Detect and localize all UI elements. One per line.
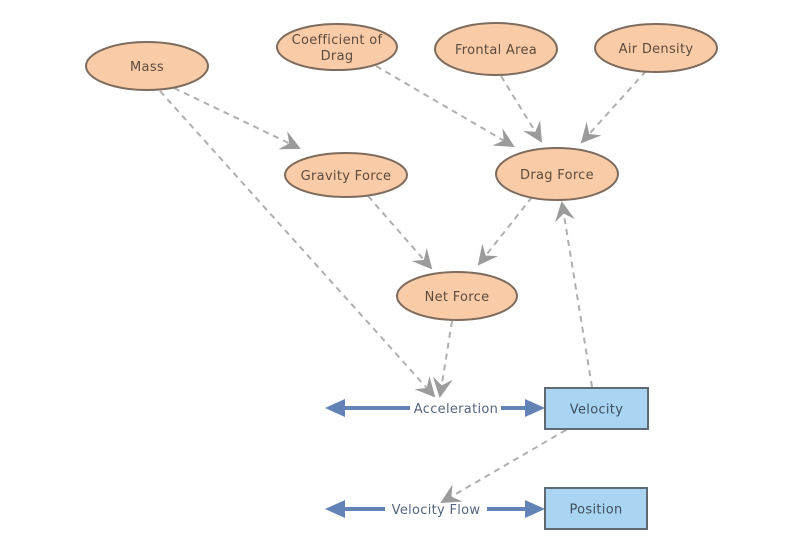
variable-ellipse [284,152,408,198]
flow-arrowhead-left [325,399,345,417]
variable-ellipse [495,147,619,201]
variable-ellipse [594,23,718,73]
variable-air-density[interactable]: Air Density [594,23,718,73]
stock-rect [544,487,648,530]
flow-arrowhead-left [325,500,345,518]
stock-rect [544,387,649,430]
flow-arrowhead-right [525,500,545,518]
link-coefficient-of-drag-to-drag-force[interactable] [375,65,515,148]
variable-label: Drag Force [520,168,594,183]
influence-links [159,65,647,504]
link-mass-to-acceleration[interactable] [159,90,436,398]
variable-label: Mass [130,60,164,75]
flow-acceleration[interactable]: Acceleration [325,399,545,417]
variable-ellipse [434,22,558,76]
variable-label: Net Force [425,290,490,305]
link-drag-force-to-net-force[interactable] [477,196,533,266]
stock-label: Velocity [570,403,623,418]
variable-ellipse [276,23,398,71]
variable-mass[interactable]: Mass [85,41,209,91]
link-frontal-area-to-drag-force[interactable] [500,75,543,143]
variable-ellipse [396,271,518,321]
link-air-density-to-drag-force[interactable] [580,70,647,144]
variable-frontal-area[interactable]: Frontal Area [434,22,558,76]
link-net-force-to-acceleration[interactable] [432,320,453,398]
variable-net-force[interactable]: Net Force [396,271,518,321]
variable-ellipse [85,41,209,91]
variable-drag-force[interactable]: Drag Force [495,147,619,201]
variable-label: Gravity Force [301,169,392,184]
flow-label-velocity-flow[interactable]: Velocity Flow [392,503,481,518]
variable-gravity-force[interactable]: Gravity Force [284,152,408,198]
link-mass-to-gravity-force[interactable] [173,87,301,150]
stock-velocity[interactable]: Velocity [544,387,649,430]
variable-label: Frontal Area [455,43,537,58]
link-velocity-to-velocity-flow[interactable] [440,429,567,504]
flow-velocity-flow[interactable]: Velocity Flow [325,500,545,518]
stock-label: Position [569,503,622,518]
flow-label-acceleration[interactable]: Acceleration [414,402,498,417]
link-velocity-to-drag-force[interactable] [555,201,593,388]
link-gravity-force-to-net-force[interactable] [367,195,433,270]
flow-arrowhead-right [525,399,545,417]
stock-position[interactable]: Position [544,487,648,530]
variable-label: Air Density [619,42,694,57]
